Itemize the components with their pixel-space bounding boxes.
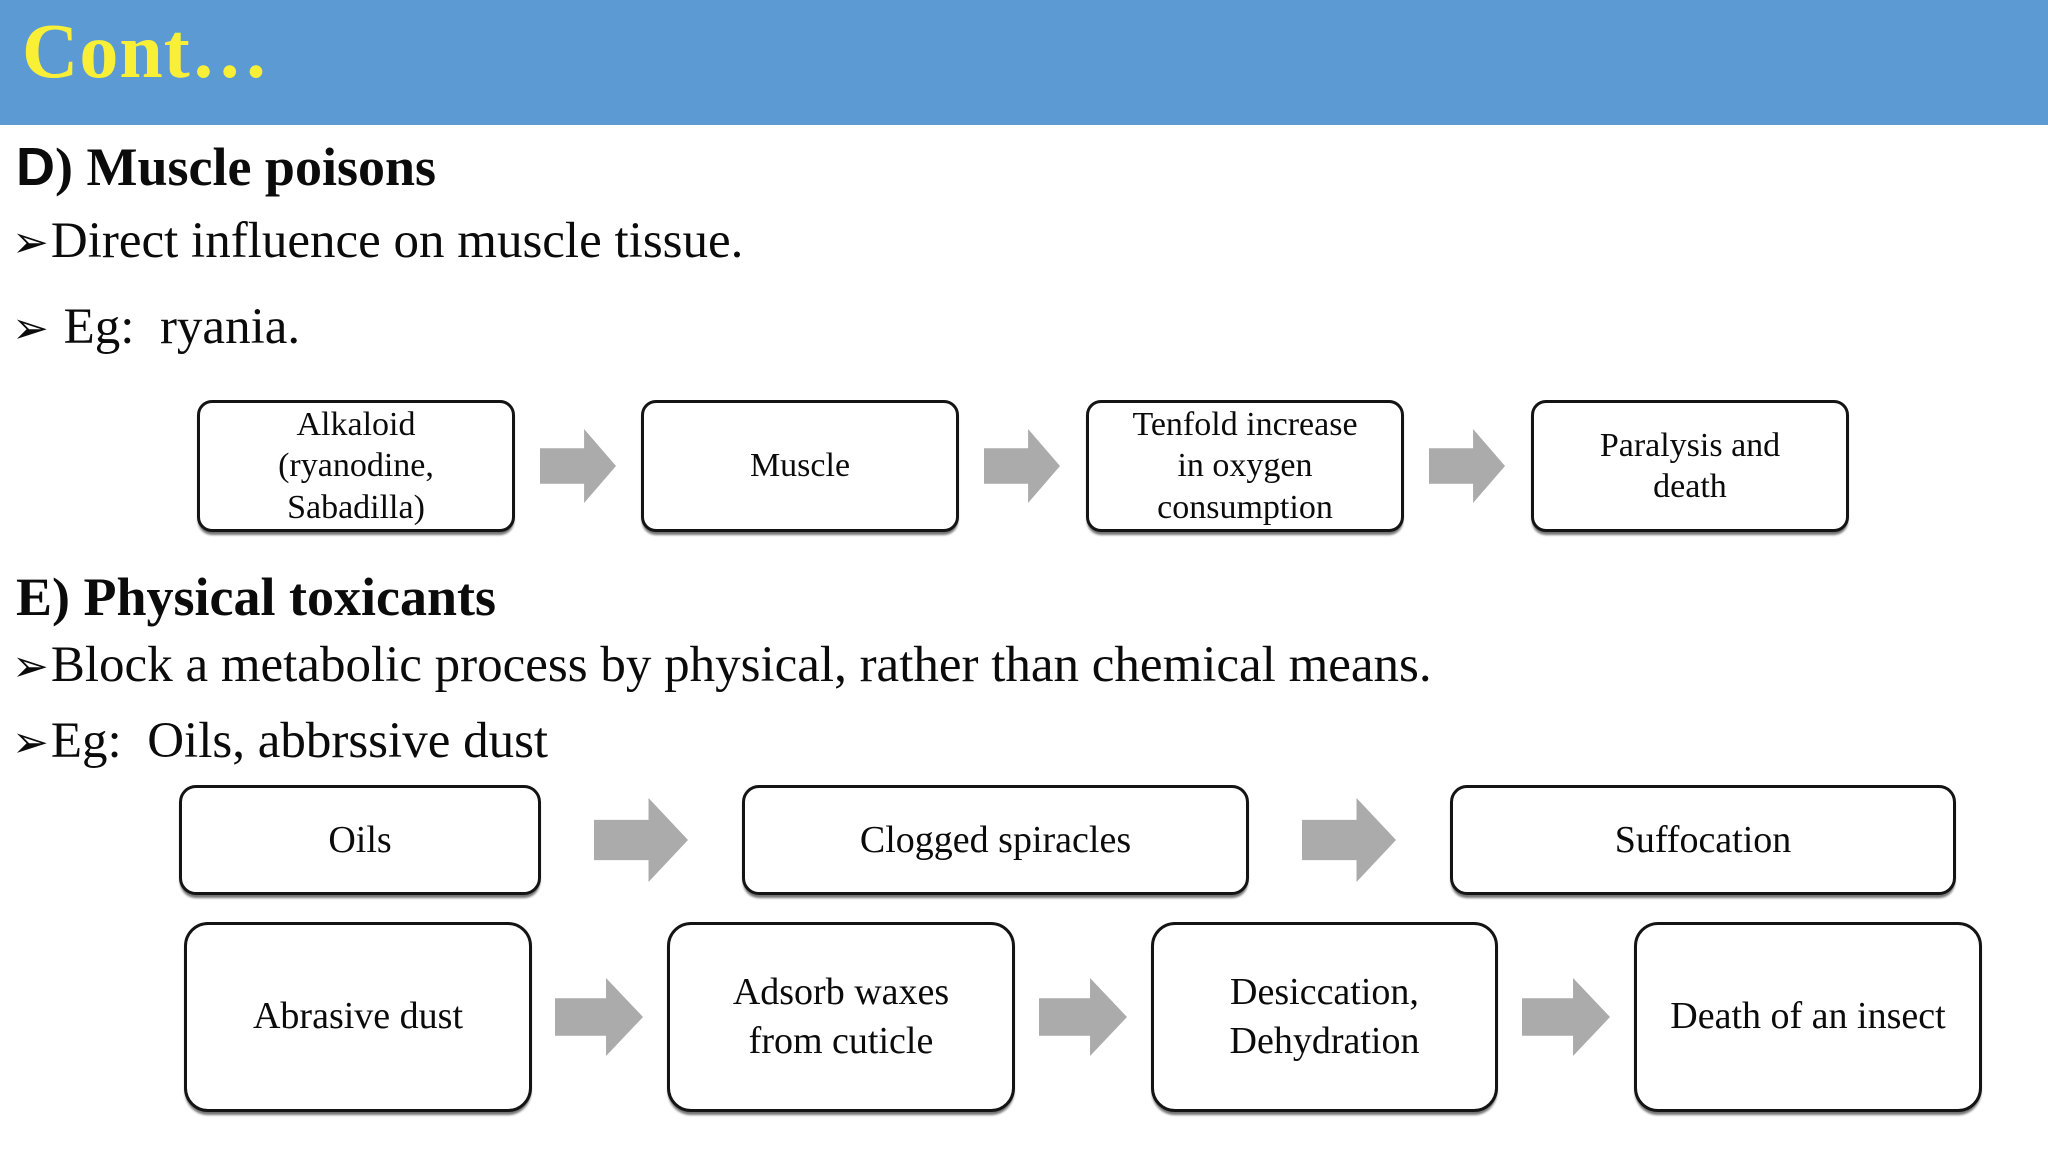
flow-step-box: Adsorb waxes from cuticle — [667, 922, 1015, 1112]
bullet-text: Block a metabolic process by physical, r… — [50, 637, 1432, 693]
slide-title: Cont… — [22, 7, 270, 94]
flow-step-box: Muscle — [641, 400, 959, 532]
arrow-right-icon — [1522, 978, 1610, 1056]
arrowhead-bullet-icon: ➢ — [12, 641, 49, 692]
flow-step-box: Oils — [179, 785, 541, 895]
flow-step-box: Tenfold increase in oxygen consumption — [1086, 400, 1404, 532]
section-d-rest: ) Muscle poisons — [55, 137, 437, 197]
flow-step-box: Alkaloid (ryanodine, Sabadilla) — [197, 400, 515, 532]
arrowhead-bullet-icon: ➢ — [12, 217, 49, 268]
bullet-text: Eg: ryania. — [50, 299, 301, 355]
bullet-text: Eg: Oils, abbrssive dust — [50, 713, 549, 769]
section-d-heading: D) Muscle poisons — [16, 136, 436, 198]
flow-step-box: Desiccation, Dehydration — [1151, 922, 1498, 1112]
header-bar — [0, 0, 2048, 125]
flow-step-box: Abrasive dust — [184, 922, 532, 1112]
arrow-right-icon — [555, 978, 643, 1056]
flow-step-box: Suffocation — [1450, 785, 1956, 895]
arrow-right-icon — [1039, 978, 1127, 1056]
flow-step-box: Death of an insect — [1634, 922, 1982, 1112]
bullet-text: Direct influence on muscle tissue. — [50, 213, 744, 269]
section-e-heading: E) Physical toxicants — [16, 566, 496, 628]
bullet-line: ➢Direct influence on muscle tissue. — [12, 212, 743, 270]
arrow-right-icon — [1429, 429, 1505, 503]
section-e-prefix: E — [16, 567, 53, 627]
flow-step-box: Clogged spiracles — [742, 785, 1249, 895]
arrow-right-icon — [984, 429, 1060, 503]
bullet-line: ➢Eg: Oils, abbrssive dust — [12, 712, 548, 770]
arrow-right-icon — [594, 798, 688, 882]
section-e-rest: ) Physical toxicants — [52, 567, 497, 627]
arrow-right-icon — [540, 429, 616, 503]
arrowhead-bullet-icon: ➢ — [12, 303, 49, 354]
bullet-line: ➢ Eg: ryania. — [12, 298, 300, 356]
bullet-line: ➢Block a metabolic process by physical, … — [12, 636, 1432, 694]
section-d-prefix: D — [16, 137, 55, 197]
arrowhead-bullet-icon: ➢ — [12, 717, 49, 768]
flow-step-box: Paralysis and death — [1531, 400, 1849, 532]
arrow-right-icon — [1302, 798, 1396, 882]
